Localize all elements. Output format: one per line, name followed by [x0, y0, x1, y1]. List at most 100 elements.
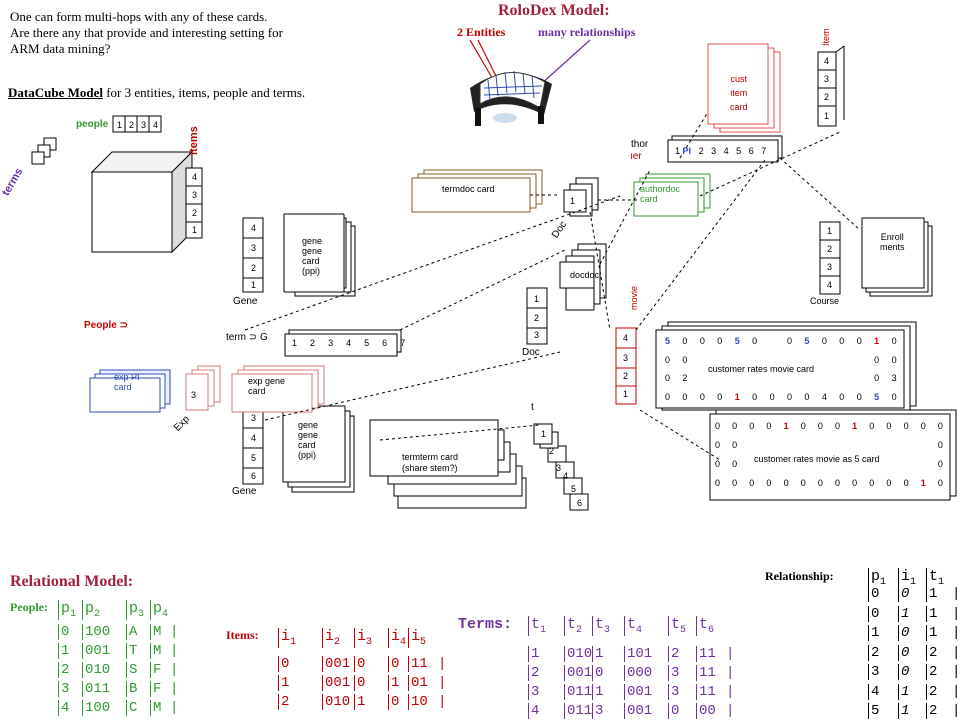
- rating-cell: 0: [715, 478, 721, 488]
- exp-box: [185, 365, 221, 411]
- header-subscript: 3: [366, 637, 373, 648]
- rating-cell: 5: [874, 391, 880, 402]
- row-end: |: [726, 703, 735, 719]
- people-axis-label: people: [76, 119, 109, 130]
- rating-cell: 0: [682, 336, 688, 346]
- header-subscript: 1: [290, 637, 297, 648]
- table-header: t1: [528, 616, 546, 636]
- doc-num: 2: [534, 313, 540, 323]
- g-text: G: [259, 332, 268, 343]
- item-num: 4: [824, 56, 830, 66]
- table-cell: 2: [278, 694, 289, 710]
- rating-cell: 0: [839, 391, 845, 402]
- gene-num: 1: [251, 280, 257, 290]
- rating-cell: 0: [886, 421, 892, 431]
- term-text: term: [226, 332, 246, 343]
- table-cell: T: [126, 643, 137, 659]
- rating-cell: 0: [835, 421, 841, 431]
- rating-cell: 0: [839, 336, 845, 346]
- table-cell: 001: [322, 675, 350, 691]
- author-num: 3: [711, 146, 717, 156]
- table-cell: 0: [898, 586, 909, 602]
- item-column: [817, 45, 845, 127]
- exppi-card: [89, 369, 171, 413]
- author-num: 1: [675, 146, 681, 156]
- row-end: |: [170, 624, 179, 640]
- table-cell: 101: [624, 646, 652, 662]
- exppi-line: exp PI: [114, 372, 140, 382]
- author-row: [667, 135, 783, 163]
- people-text: People: [84, 320, 117, 331]
- rating-cell: 0: [937, 478, 943, 488]
- gene-ppi-card-stack-bottom: [282, 405, 355, 493]
- table-cell: 010: [82, 662, 110, 678]
- row-end: |: [170, 643, 179, 659]
- table-cell: 0: [278, 656, 289, 672]
- table-cell: 1: [388, 675, 399, 691]
- movie-label: movie: [629, 285, 639, 310]
- intro-line-3: ARM data mining?: [10, 41, 111, 56]
- doc-top-num: 1: [570, 196, 576, 206]
- table-cell: 3: [868, 664, 879, 680]
- rating-cell: 4: [821, 391, 827, 402]
- row-end: |: [726, 665, 735, 681]
- intro-text: One can form multi-hops with any of thes…: [10, 9, 283, 57]
- rating-cell: 5: [734, 336, 740, 346]
- expgene-line: exp gene: [248, 376, 286, 386]
- table-cell: 1: [354, 694, 365, 710]
- rating-cell: 0: [715, 421, 721, 431]
- table-cell: 10: [408, 694, 428, 710]
- table-cell: F: [150, 681, 161, 697]
- t-num: 3: [556, 463, 562, 473]
- rating-cell: 0: [835, 478, 841, 488]
- course-num: 4: [827, 280, 833, 290]
- table-header: i2: [322, 628, 340, 648]
- header-subscript: 3: [604, 625, 611, 636]
- docdoc-card: [559, 243, 607, 311]
- rating-cell: 0: [769, 391, 775, 402]
- gene-num: 3: [251, 243, 257, 253]
- row-end: |: [726, 684, 735, 700]
- table-cell: 0: [58, 624, 69, 640]
- datacube-title-main: DataCube Model: [8, 85, 103, 100]
- gene-ppi-line: (ppi): [302, 266, 321, 276]
- rating-cell: 0: [937, 459, 943, 469]
- table-cell: 011: [82, 681, 110, 697]
- gene-ppi-line: gene: [298, 430, 319, 440]
- rating-cell: 5: [804, 336, 810, 346]
- movie-num: 1: [623, 389, 629, 399]
- people-num-2: 2: [129, 120, 135, 130]
- table-cell: 2: [926, 703, 937, 719]
- rating-cell: 0: [852, 478, 858, 488]
- header-subscript: 1: [70, 609, 77, 620]
- rating-cell: 0: [717, 336, 723, 346]
- rating-cell: 0: [937, 421, 943, 431]
- table-cell: 1: [592, 646, 603, 662]
- g-num: 4: [346, 338, 352, 348]
- table-cell: 5: [868, 703, 879, 719]
- header-subscript: 1: [540, 625, 547, 636]
- pi-label: PI: [682, 146, 692, 156]
- table-cell: 1: [868, 625, 879, 641]
- table-cell: 1: [898, 683, 909, 700]
- header-subscript: 2: [576, 625, 583, 636]
- rating-cell: 0: [682, 391, 688, 402]
- table-cell: 001: [322, 656, 350, 672]
- table-cell: 001: [82, 643, 110, 659]
- rating-cell: 0: [869, 478, 875, 488]
- author-num: 6: [748, 146, 754, 156]
- enrollments-line: Enroll: [880, 232, 904, 242]
- table-cell: M: [150, 643, 161, 659]
- rating-cell: 0: [817, 421, 823, 431]
- table-cell: 0: [388, 694, 399, 710]
- rating-cell: 0: [699, 391, 705, 402]
- rating-cell: 0: [766, 478, 772, 488]
- g-row-numbers: 1 2 3 4 5 6 7: [292, 338, 405, 348]
- row-end: |: [438, 694, 447, 710]
- docdoc-label: docdoc: [570, 270, 600, 280]
- rating-cell: 0: [920, 421, 926, 431]
- table-cell: 001: [564, 665, 592, 681]
- gene-ppi-card-stack-top: [283, 213, 356, 297]
- termterm-line: termterm card: [402, 452, 459, 462]
